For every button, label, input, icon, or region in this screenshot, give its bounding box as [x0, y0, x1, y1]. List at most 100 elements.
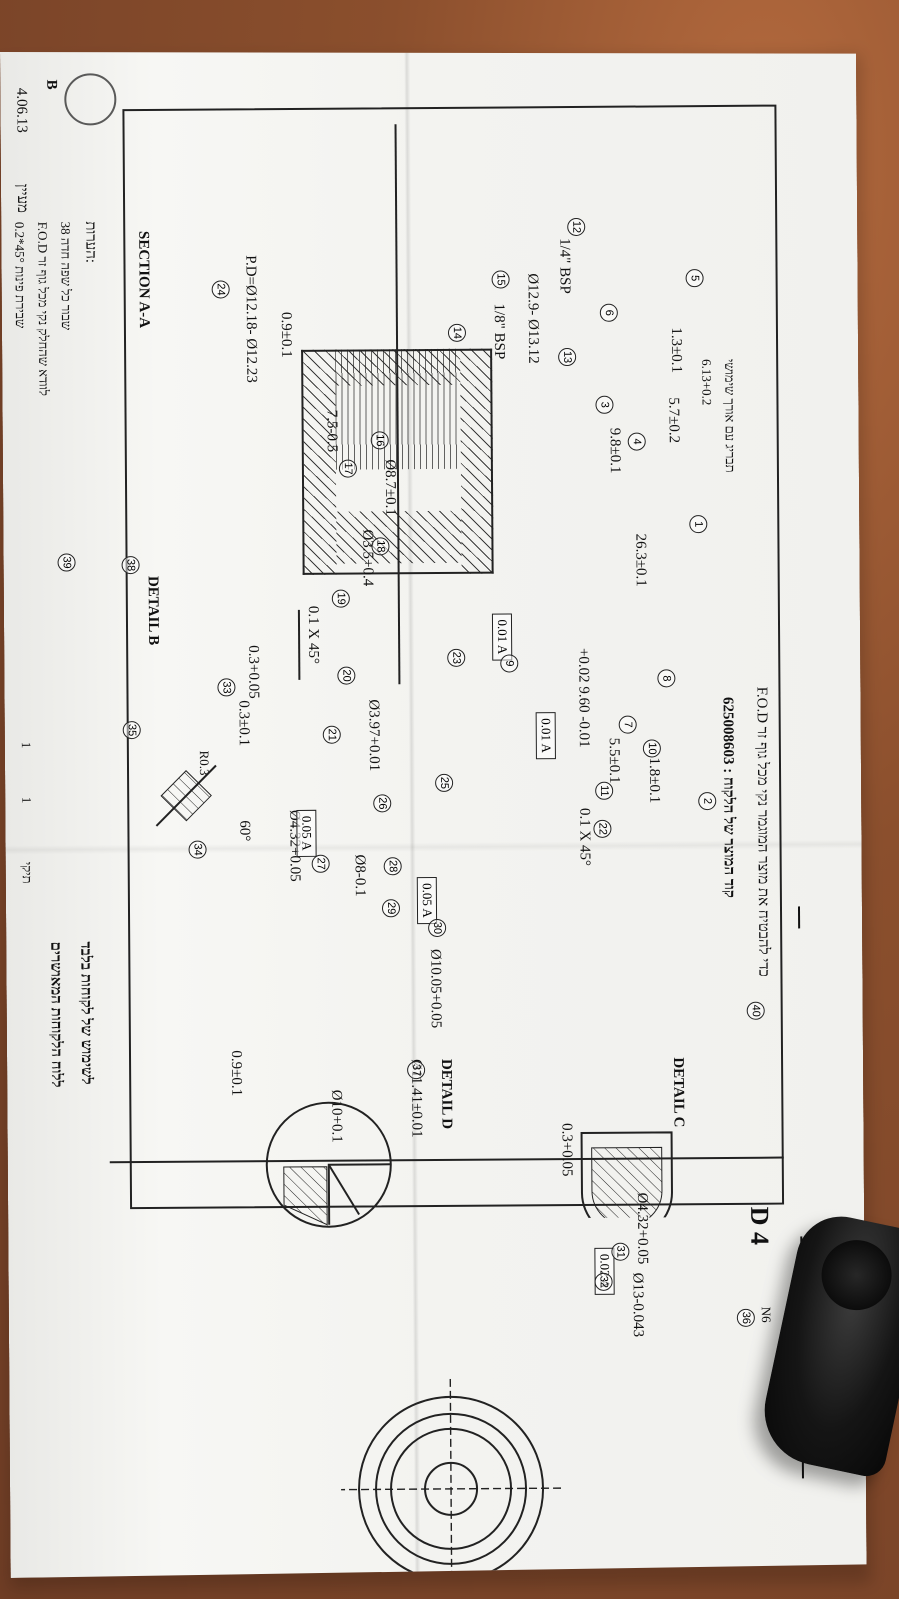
- tag-15: 15: [492, 270, 510, 288]
- tag-10: 10: [643, 739, 661, 757]
- dim-d28: Ø10.05+0.05: [427, 948, 444, 1029]
- dim-d16: 7.5-0.5: [323, 409, 340, 453]
- rotated-drawing-layer: F.O.D כדי להבטיח את מוצר המוגמר נקי מכל …: [0, 46, 867, 1578]
- gdt-d29-text: 0.05 A: [419, 882, 436, 918]
- dim-d21: 0.3+0.05: [245, 645, 262, 699]
- section-hatch-top: [460, 349, 494, 574]
- tag-13: 13: [558, 348, 576, 366]
- dim-d11: 1.8±0.1: [645, 757, 663, 804]
- tag-26: 26: [373, 794, 391, 812]
- dim-d8: +0.02 9.60 -0.01: [575, 647, 592, 748]
- footer-hebrew-1: לשימוש של לקוחות בלבד: [77, 941, 95, 1085]
- dim-d5: 1.3±0.1: [667, 327, 685, 374]
- section-hatch-bottom: [303, 350, 337, 575]
- header-note-line2: 625008603 : קוד המוצר של הלקוח: [719, 696, 737, 898]
- tag-34: 34: [189, 841, 207, 859]
- footer-hebrew-2: ללוח הלקוחות המאושרים: [47, 941, 65, 1088]
- front-view-circle-icon: [340, 1378, 562, 1578]
- sheet-id: D 4: [745, 1206, 775, 1246]
- tag-37: 37: [407, 1061, 425, 1079]
- detail-b-icon: [141, 750, 232, 841]
- tag-23: 23: [447, 649, 465, 667]
- header-note-line1: F.O.D כדי להבטיח את מוצר המוגמר נקי מכל …: [753, 686, 772, 977]
- company-logo-icon: [64, 73, 116, 125]
- tick-mark-1: [798, 906, 800, 928]
- tag-38: 38: [122, 556, 140, 574]
- dim-d10: 5.5±0.1: [605, 737, 623, 784]
- tag-31: 31: [611, 1243, 629, 1261]
- tag-19: 19: [332, 590, 350, 608]
- tag-30: 30: [428, 919, 446, 937]
- tag-16: 16: [371, 431, 389, 449]
- gdt-d2: 0.01 A: [536, 712, 556, 759]
- dim-d3: 9.8±0.1: [606, 427, 623, 474]
- title-name: מעיין: [13, 183, 31, 213]
- tag-5: 5: [686, 269, 704, 287]
- title-sheet: 1: [18, 741, 34, 749]
- tag-35: 35: [123, 721, 141, 739]
- tag-14: 14: [448, 324, 466, 342]
- dim-d20: Ø3.97+0.01: [365, 699, 383, 772]
- tag-17: 17: [339, 460, 357, 478]
- dim-d15-detail: 0.9±0.1: [227, 1050, 245, 1097]
- tag-28: 28: [384, 857, 402, 875]
- gdt-d9-text: 0.01 A: [494, 619, 511, 655]
- tag-25: 25: [435, 774, 453, 792]
- title-date: 4.06.13: [13, 87, 30, 133]
- tag-27: 27: [312, 855, 330, 873]
- tag-20: 20: [337, 667, 355, 685]
- tag-4: 4: [628, 433, 646, 451]
- dim-d17: Ø8.7±0.1: [381, 459, 399, 516]
- surface-mark: N6: [758, 1306, 774, 1323]
- tag-9: 9: [500, 654, 518, 672]
- gdt-d9: 0.01 A: [492, 613, 512, 660]
- dim-rear-note: תבריג עם אורך שימושי: [722, 358, 738, 473]
- note-1: 38 שבור כל שפה חדה: [58, 221, 74, 331]
- tag-33: 33: [217, 678, 235, 696]
- detail-d-icon: [258, 1094, 399, 1235]
- thread-pattern: [335, 349, 461, 470]
- dim-d18: Ø3.5+0.4: [359, 529, 376, 587]
- tag-2: 2: [698, 792, 716, 810]
- tag-3: 3: [595, 396, 613, 414]
- dim-d34: 60°: [236, 820, 253, 842]
- dim-d4: 5.7±0.2: [665, 397, 682, 444]
- tag-1: 1: [689, 515, 707, 533]
- dim-rear-thread: 6.13+0.2: [699, 359, 715, 406]
- dim-d22: 0.1 X 45°: [576, 807, 593, 867]
- title-rev: B: [43, 79, 60, 90]
- detail-b-label: DETAIL B: [144, 575, 162, 646]
- dim-d33: 0.3±0.1: [235, 700, 252, 747]
- dim-d24: P.D=Ø12.18- Ø12.23: [242, 255, 260, 383]
- dim-d31: Ø13-0.043: [629, 1272, 646, 1338]
- detail-c-label: DETAIL C: [670, 1057, 687, 1128]
- dim-d19: 0.1 X 45°: [304, 605, 322, 664]
- tag-36: 36: [737, 1309, 755, 1327]
- note-2: F.O.D לוודא שהחלק נקי מכל גוף זר: [35, 221, 52, 397]
- detail-c-icon: [571, 1122, 682, 1218]
- tag-11: 11: [595, 782, 613, 800]
- technical-drawing-paper: F.O.D כדי להבטיח את מוצר המוגמר נקי מכל …: [0, 46, 867, 1578]
- tag-6: 6: [600, 304, 618, 322]
- tag-7: 7: [619, 716, 637, 734]
- tag-18: 18: [371, 537, 389, 555]
- tag-24: 24: [212, 280, 230, 298]
- title-page: תיקי: [19, 861, 35, 884]
- tag-32: 32: [595, 1273, 613, 1291]
- gdt-d27-text: 0.05 A: [299, 815, 315, 851]
- section-hatch-right: [336, 511, 461, 564]
- title-scale: 1: [19, 796, 35, 804]
- dim-big-diameter: Ø12.9- Ø13.12: [524, 273, 542, 364]
- tag-22: 22: [593, 820, 611, 838]
- detail-d-label: DETAIL D: [438, 1058, 455, 1130]
- section-label: SECTION A-A: [135, 230, 152, 329]
- dim-d15: 0.9±0.1: [277, 311, 295, 358]
- dim-d1: 26.3±0.1: [632, 533, 649, 587]
- tag-8: 8: [657, 669, 675, 687]
- drawing-canvas: F.O.D כדי להבטיח את מוצר המוגמר נקי מכל …: [0, 46, 867, 1578]
- dim-d13: 1/8" BSP: [490, 303, 508, 360]
- note-3: 0.2*45° שבירת פינות: [12, 221, 28, 329]
- gdt-d29: 0.05 A: [417, 877, 437, 924]
- dim-d12: 1/4" BSP: [556, 238, 573, 294]
- tag-12: 12: [567, 218, 585, 236]
